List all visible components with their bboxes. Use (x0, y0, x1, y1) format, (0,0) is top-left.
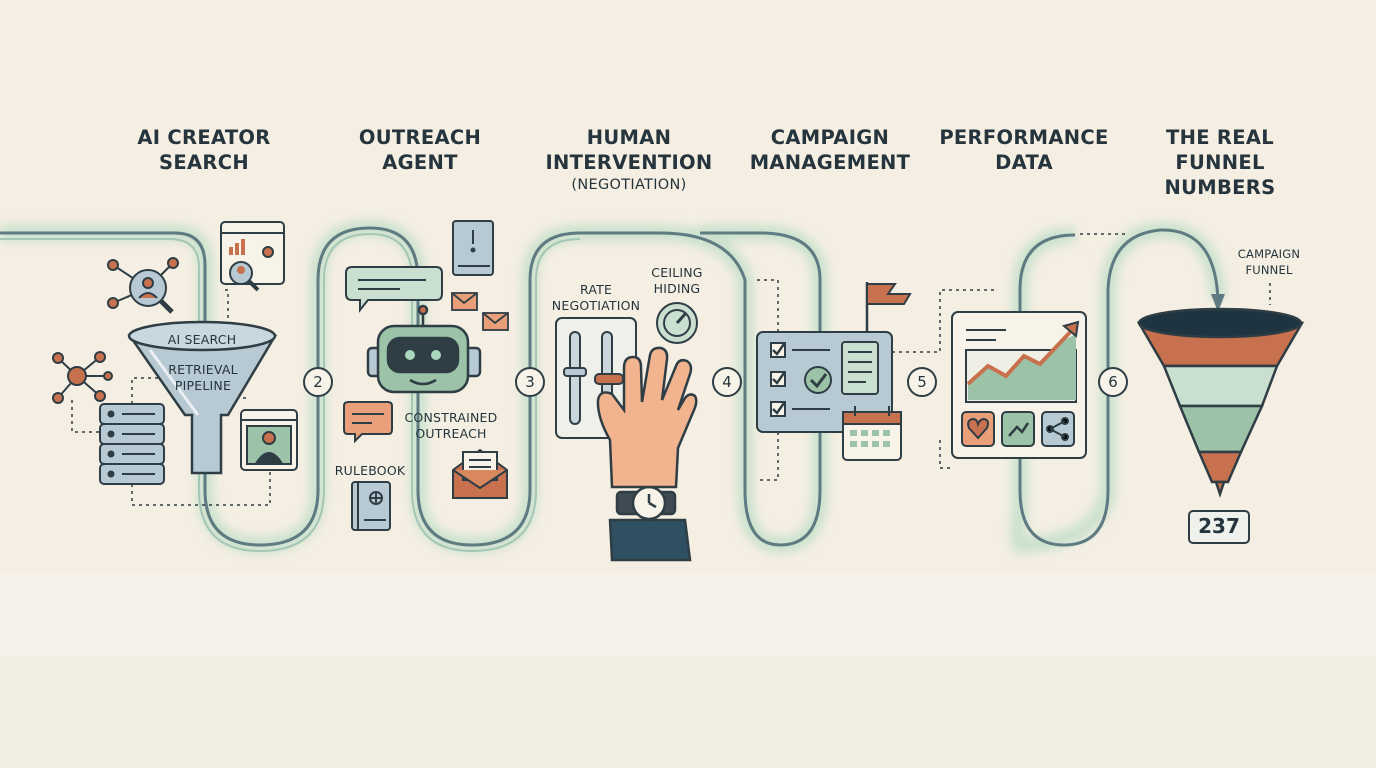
open-envelope-icon (452, 448, 508, 499)
flag-icon (865, 282, 912, 332)
bottom-band (0, 572, 1376, 768)
stage-title-performance-data: PERFORMANCE DATA (928, 125, 1120, 175)
ceiling-gauge-icon (656, 302, 698, 344)
stage-title-campaign-management: CAMPAIGN MANAGEMENT (735, 125, 925, 175)
stage-title-outreach-agent: OUTREACH AGENT (340, 125, 500, 175)
chat-bubble-icon (345, 266, 443, 313)
label-line: PIPELINE (174, 378, 232, 393)
robot-icon (366, 304, 482, 394)
calendar-icon (842, 406, 902, 461)
title-line: SEARCH (159, 151, 249, 174)
label-line: HIDING (653, 281, 701, 296)
title-line: THE REAL (1166, 126, 1274, 149)
performance-dashboard-icon (951, 311, 1087, 459)
ai-search-label: AI SEARCH (167, 332, 237, 347)
ceiling-hiding-label: CEILING HIDING (638, 265, 716, 297)
title-line: PERFORMANCE (939, 126, 1109, 149)
rulebook-icon (351, 481, 391, 531)
title-line: DATA (995, 151, 1053, 174)
person-search-icon (107, 257, 179, 314)
winding-path (0, 219, 1226, 554)
campaign-funnel-label: CAMPAIGN FUNNEL (1226, 246, 1312, 278)
search-funnel-icon (127, 320, 278, 475)
title-line: NUMBERS (1164, 176, 1276, 199)
stage-title-human-intervention: HUMAN INTERVENTION (NEGOTIATION) (529, 125, 729, 195)
title-line: AI CREATOR (137, 126, 271, 149)
step-marker: 3 (515, 367, 545, 397)
label-line: RETRIEVAL (168, 362, 238, 377)
document-book-icon (452, 220, 494, 276)
title-line: HUMAN (586, 126, 672, 149)
title-line: FUNNEL (1175, 151, 1265, 174)
checklist-board-icon (756, 331, 893, 433)
label-line: RATE (579, 282, 613, 297)
network-icon (52, 351, 113, 404)
stage-subtitle: (NEGOTIATION) (571, 177, 687, 193)
analytics-window-icon (220, 221, 285, 292)
title-line: MANAGEMENT (749, 151, 911, 174)
title-line: OUTREACH (358, 126, 482, 149)
hand-icon (596, 346, 698, 562)
retrieval-pipeline-label: RETRIEVAL PIPELINE (148, 362, 258, 394)
label-line: CAMPAIGN (1237, 247, 1301, 261)
campaign-funnel-icon (1136, 307, 1305, 498)
server-stack-icon (99, 403, 165, 485)
rulebook-label: RULEBOOK (334, 463, 406, 478)
bottom-strip (0, 656, 1376, 768)
creator-video-window-icon (240, 409, 298, 471)
title-line: INTERVENTION (545, 151, 713, 174)
step-marker: 4 (712, 367, 742, 397)
title-line: CAMPAIGN (770, 126, 890, 149)
step-marker: 6 (1098, 367, 1128, 397)
stage-title-real-funnel-numbers: THE REAL FUNNEL NUMBERS (1138, 125, 1302, 200)
step-marker: 2 (303, 367, 333, 397)
stage-title-ai-creator-search: AI CREATOR SEARCH (124, 125, 284, 175)
mail-icons (451, 292, 509, 331)
title-line: AGENT (382, 151, 458, 174)
small-message-icon (343, 401, 393, 444)
rate-negotiation-label: RATE NEGOTIATION (546, 282, 646, 314)
funnel-count-badge: 237 (1188, 510, 1250, 544)
constrained-outreach-label: CONSTRAINED OUTREACH (395, 410, 507, 442)
label-line: OUTREACH (415, 426, 487, 441)
label-line: CEILING (651, 265, 703, 280)
label-line: FUNNEL (1245, 263, 1293, 277)
dotted-connectors-2 (757, 233, 1271, 481)
step-marker: 5 (907, 367, 937, 397)
label-line: CONSTRAINED (404, 410, 498, 425)
label-line: NEGOTIATION (551, 298, 641, 313)
